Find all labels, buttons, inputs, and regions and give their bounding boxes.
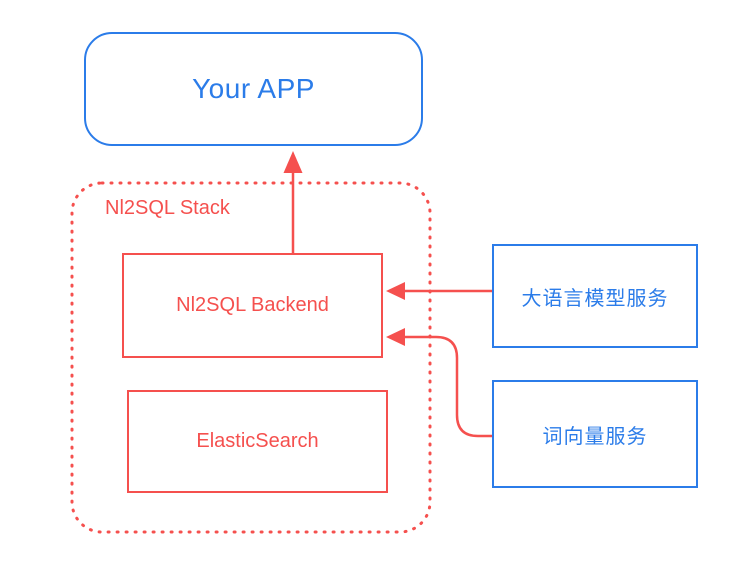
llm-service-label: 大语言模型服务 — [521, 287, 669, 310]
node-elasticsearch: ElasticSearch — [127, 390, 388, 493]
arrowhead-up-icon — [283, 151, 303, 173]
node-your-app: Your APP — [84, 32, 423, 146]
elasticsearch-label: ElasticSearch — [196, 430, 319, 452]
nl2sql-backend-label: Nl2SQL Backend — [176, 294, 329, 316]
nl2sql-stack-label: Nl2SQL Stack — [105, 197, 230, 219]
node-vector-service: 词向量服务 — [492, 380, 698, 488]
node-llm-service: 大语言模型服务 — [492, 244, 698, 348]
vector-service-label: 词向量服务 — [542, 425, 648, 448]
group-nl2sql-stack: Nl2SQL Stack — [72, 183, 430, 532]
node-nl2sql-backend: Nl2SQL Backend — [122, 253, 383, 358]
your-app-label: Your APP — [192, 73, 315, 104]
